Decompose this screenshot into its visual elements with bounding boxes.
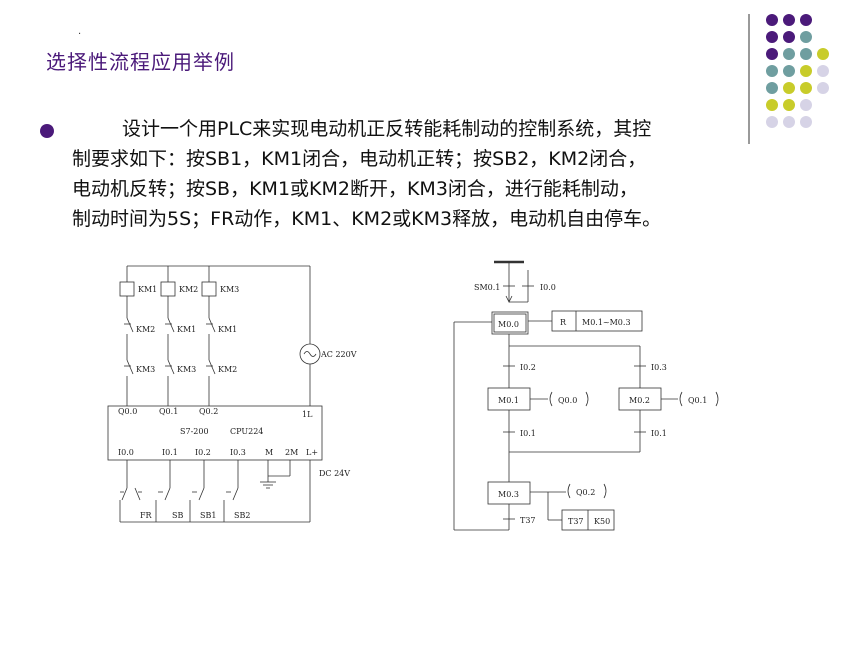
- label-contact: KM2: [136, 325, 155, 334]
- label-input: I0.0: [118, 448, 134, 457]
- label-contact: KM3: [177, 365, 196, 374]
- label-i02: I0.2: [520, 363, 536, 372]
- label-switch-sb: SB: [172, 511, 183, 520]
- label-dc-supply: DC 24V: [319, 469, 350, 478]
- coil-km3: [201, 281, 217, 297]
- decorative-dot: [817, 65, 829, 77]
- coil-km1: [119, 281, 135, 297]
- decorative-dot: [783, 116, 795, 128]
- label-reset-r: R: [560, 318, 567, 327]
- label-step-m00: M0.0: [498, 320, 519, 329]
- decorative-dot: [800, 65, 812, 77]
- slide-mark: .: [78, 26, 82, 37]
- decorative-dot: [766, 48, 778, 60]
- label-output: Q0.0: [118, 407, 137, 416]
- decorative-dot: [800, 48, 812, 60]
- paragraph-line: 设计一个用PLC来实现电动机正反转能耗制动的控制系统，其控: [122, 118, 652, 140]
- plc-module: [107, 405, 323, 461]
- label-i01-right: I0.1: [651, 429, 667, 438]
- bullet-icon: [40, 124, 54, 138]
- label-q02: Q0.2: [576, 488, 595, 497]
- sequential-function-chart: SM0.1 I0.0 M0.0 R M0.1~M0.3 I0.2 I0.3 M0…: [453, 260, 719, 531]
- label-plc-model: S7-200: [180, 427, 209, 436]
- label-2m: 2M: [285, 448, 298, 457]
- label-ac-supply: AC 220V: [320, 350, 357, 359]
- label-contact: KM1: [218, 325, 237, 334]
- decorative-dot: [817, 48, 829, 60]
- label-contact: KM3: [136, 365, 155, 374]
- label-lplus: L+: [306, 448, 318, 457]
- plc-wiring-diagram: KM1 KM2 KM3 KM2 KM1 KM1 KM3 KM3 KM2 AC 2…: [107, 265, 357, 523]
- decorative-dot: [766, 116, 778, 128]
- label-k50: K50: [594, 517, 610, 526]
- coil-km2: [160, 281, 176, 297]
- label-t37-transition: T37: [520, 516, 536, 525]
- decorative-dot: [817, 82, 829, 94]
- label-output: Q0.1: [159, 407, 178, 416]
- label-step-m01: M0.1: [498, 396, 519, 405]
- decorative-dot: [783, 14, 795, 26]
- label-q00: Q0.0: [558, 396, 577, 405]
- problem-description: 设计一个用PLC来实现电动机正反转能耗制动的控制系统，其控 制要求如下：按SB1…: [72, 114, 800, 234]
- label-input: I0.1: [162, 448, 178, 457]
- decorative-dot: [766, 99, 778, 111]
- decorative-dot: [783, 48, 795, 60]
- reset-box: [551, 310, 643, 332]
- label-step-m02: M0.2: [629, 396, 650, 405]
- label-coil-km2: KM2: [179, 285, 198, 294]
- decorative-divider: [748, 14, 750, 144]
- decorative-dot: [783, 65, 795, 77]
- label-contact: KM2: [218, 365, 237, 374]
- label-i01-left: I0.1: [520, 429, 536, 438]
- decorative-dot: [766, 14, 778, 26]
- label-coil-km1: KM1: [138, 285, 157, 294]
- decorative-dot: [800, 14, 812, 26]
- decorative-dot: [800, 31, 812, 43]
- decorative-dot: [766, 65, 778, 77]
- label-switch-sb2: SB2: [234, 511, 250, 520]
- paragraph-line: 电动机反转；按SB，KM1或KM2断开，KM3闭合，进行能耗制动，: [72, 178, 638, 200]
- paragraph-line: 制动时间为5S；FR动作，KM1、KM2或KM3释放，电动机自由停车。: [72, 208, 662, 230]
- label-switch-sb1: SB1: [200, 511, 216, 520]
- label-m: M: [265, 448, 273, 457]
- decorative-dot: [800, 82, 812, 94]
- paragraph-line: 制要求如下：按SB1，KM1闭合，电动机正转；按SB2，KM2闭合，: [72, 148, 647, 170]
- decorative-dot: [800, 116, 812, 128]
- label-i00: I0.0: [540, 283, 556, 292]
- label-output: Q0.2: [199, 407, 218, 416]
- decorative-dot: [800, 99, 812, 111]
- ac-source-icon: [299, 343, 321, 365]
- label-t37-timer: T37: [568, 517, 584, 526]
- label-coil-km3: KM3: [220, 285, 239, 294]
- decorative-dot: [783, 31, 795, 43]
- step-m00: [491, 311, 529, 335]
- decorative-dot: [783, 99, 795, 111]
- slide-title: 选择性流程应用举例: [46, 50, 235, 74]
- label-input: I0.2: [195, 448, 211, 457]
- label-cpu: CPU224: [230, 427, 263, 436]
- decorative-dot: [766, 82, 778, 94]
- label-input: I0.3: [230, 448, 246, 457]
- label-reset-range: M0.1~M0.3: [582, 318, 631, 327]
- decorative-dot: [783, 82, 795, 94]
- decorative-dot-grid: [766, 14, 829, 128]
- label-step-m03: M0.3: [498, 490, 519, 499]
- label-sm01: SM0.1: [474, 283, 500, 292]
- label-i03: I0.3: [651, 363, 667, 372]
- label-switch-fr: FR: [140, 511, 153, 520]
- decorative-dot: [766, 31, 778, 43]
- label-q01: Q0.1: [688, 396, 707, 405]
- label-contact: KM1: [177, 325, 196, 334]
- label-common: 1L: [302, 410, 313, 419]
